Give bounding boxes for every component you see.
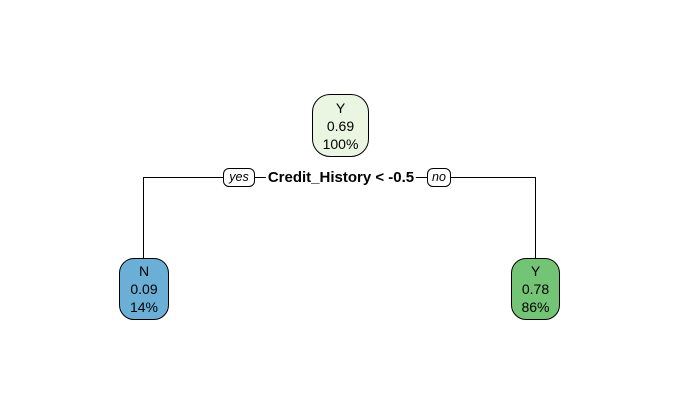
- no-branch-label: no: [427, 168, 451, 187]
- split-condition-label: Credit_History < -0.5: [265, 168, 417, 188]
- leaf-right-prob: 0.78: [521, 281, 550, 297]
- root-node-prob: 0.69: [326, 117, 355, 134]
- leaf-left-prob: 0.09: [130, 281, 158, 297]
- leaf-node-left: N 0.09 14%: [119, 258, 169, 320]
- branch-line-left-vertical: [143, 177, 144, 258]
- root-node-coverage: 100%: [322, 135, 359, 152]
- root-node-class: Y: [335, 99, 346, 116]
- leaf-node-right: Y 0.78 86%: [511, 258, 560, 320]
- yes-branch-label: yes: [223, 168, 255, 187]
- leaf-left-class: N: [138, 263, 150, 279]
- branch-line-right-vertical: [535, 177, 536, 258]
- leaf-right-coverage: 86%: [521, 299, 550, 315]
- leaf-left-coverage: 14%: [129, 299, 159, 315]
- root-node: Y 0.69 100%: [312, 94, 369, 157]
- leaf-right-class: Y: [530, 263, 541, 279]
